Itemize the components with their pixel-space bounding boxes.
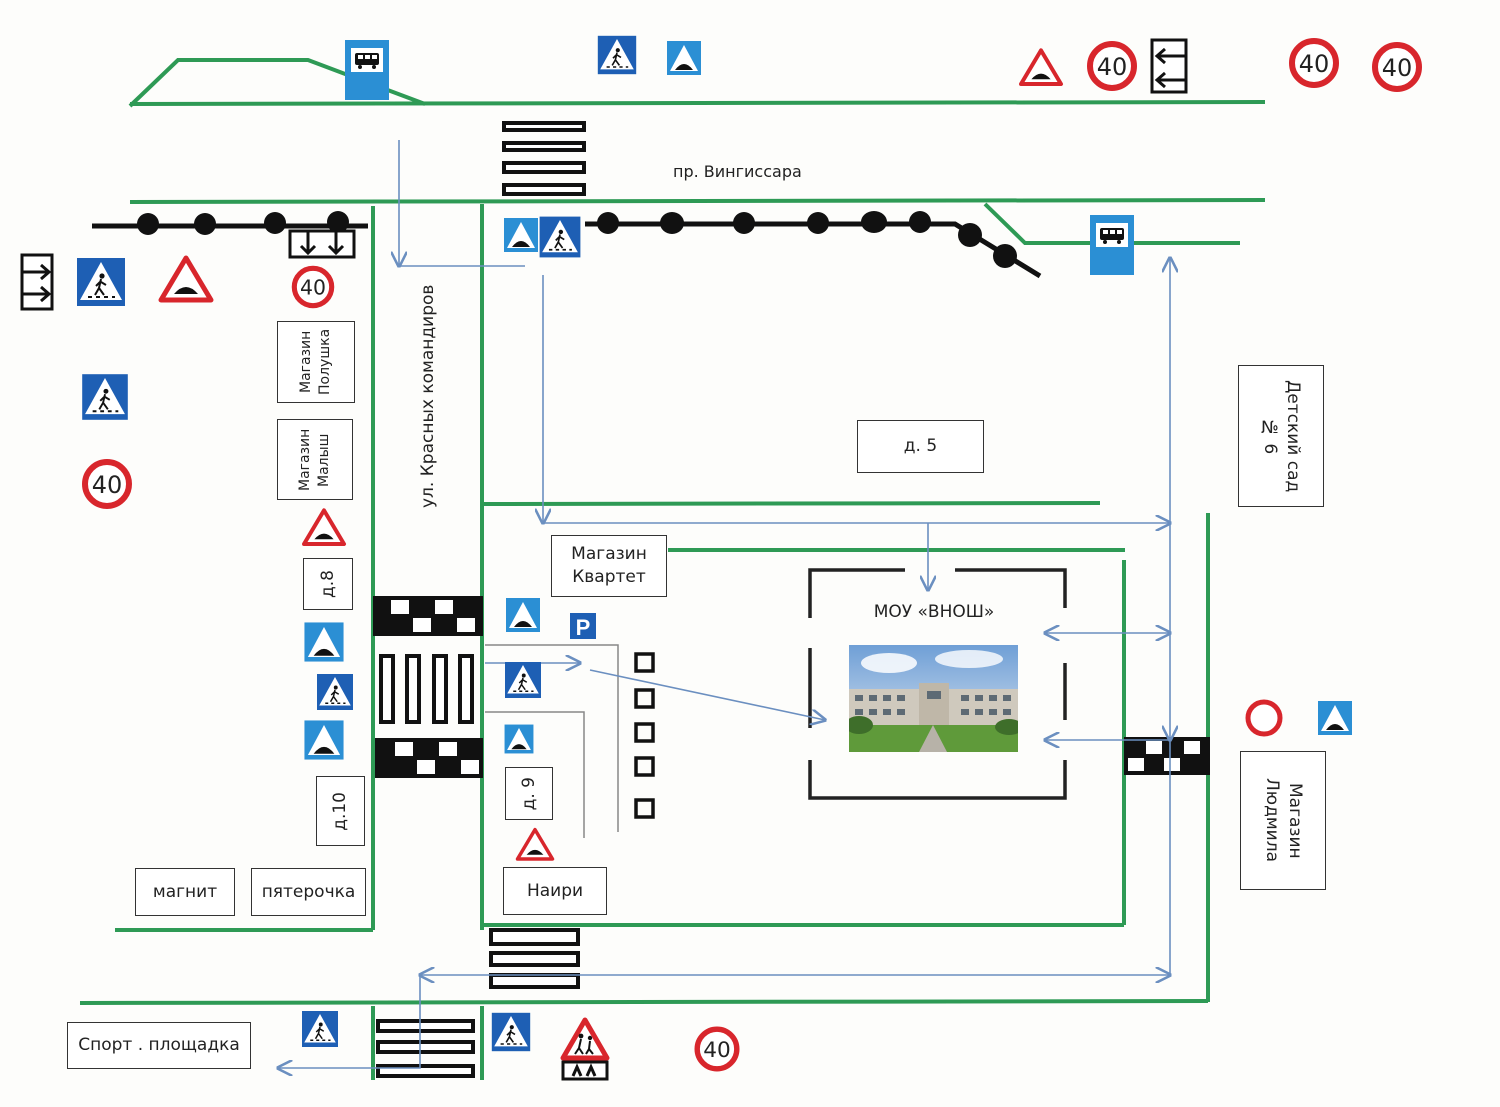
lane-direction-sign-left (20, 253, 54, 311)
zebra-crossing-bottom-left (376, 1019, 475, 1078)
shop-polushka: Магазин Полушка (277, 321, 355, 403)
shop-malysh-label: Магазин Малыш (297, 428, 332, 491)
speed-limit-40-icon: 40 (1292, 41, 1336, 85)
speed-limit-40-icon: 40 (697, 1029, 737, 1069)
shop-magnit-label: магнит (152, 881, 218, 902)
pedestrian-crossing-icon (538, 215, 582, 259)
kindergarten-6: Детский сад № 6 (1238, 365, 1324, 507)
shop-lyudmila-label: Магазин Людмила (1262, 778, 1305, 863)
speed-limit-40-icon: 40 (1090, 44, 1134, 88)
speed-limit-40-label: 40 (1299, 50, 1330, 78)
house-d8-label: д.8 (317, 570, 338, 598)
shop-magnit: магнит (135, 868, 235, 916)
speed-bump-checker-2 (375, 738, 483, 778)
school-fence (808, 568, 1067, 800)
pedestrian-crossing-icon (596, 34, 638, 76)
street-label-vingissara: пр. Вингиссара (673, 162, 802, 181)
speed-bump-checker-1 (373, 596, 483, 636)
parking-spaces (634, 652, 655, 819)
house-d10-label: д.10 (330, 791, 351, 831)
lane-direction-sign-top (1150, 38, 1188, 94)
pedestrian-crossing-icon (81, 373, 129, 421)
uneven-road-warning-icon (304, 510, 344, 544)
speed-limit-40-icon: 40 (85, 462, 129, 506)
uneven-road-warning-icon (161, 258, 211, 300)
zebra-crossing-bottom (489, 928, 580, 989)
school-label: МОУ «ВНОШ» (874, 602, 995, 622)
uneven-road-warning-icon (1021, 50, 1061, 84)
shop-nairi: Наири (503, 867, 607, 915)
shop-pyaterochka-label: пятерочка (261, 881, 356, 902)
speed-bump-icon (1318, 701, 1352, 735)
shop-kvartet-label: Магазин Квартет (571, 544, 647, 587)
speed-limit-40-icon: 40 (1375, 45, 1419, 89)
pedestrian-crossing-icon (301, 1010, 339, 1048)
road-edges (79, 58, 1266, 1080)
shop-pyaterochka: пятерочка (251, 868, 366, 916)
sports-ground: Спорт . площадка (67, 1022, 251, 1069)
pedestrian-crossing-icon (316, 673, 354, 711)
pedestrian-routes (278, 140, 1170, 1068)
speed-limit-40-label: 40 (92, 471, 123, 499)
speed-bump-checker-3 (1124, 737, 1210, 775)
fence-line (92, 211, 1042, 279)
speed-limit-40-icon: 40 (294, 268, 331, 305)
speed-bump-icon (304, 720, 344, 760)
pedestrian-crossing-icon (490, 1011, 532, 1052)
house-d9-label: д. 9 (518, 776, 539, 811)
zebra-crossing-top (502, 121, 586, 196)
house-d8: д.8 (303, 558, 353, 610)
speed-limit-40-label: 40 (1097, 53, 1128, 81)
no-vehicles-icon (1245, 699, 1283, 737)
shop-nairi-label: Наири (526, 880, 584, 901)
speed-bump-icon (667, 41, 701, 75)
shop-kvartet: Магазин Квартет (551, 535, 667, 597)
pedestrian-crossing-icon (76, 257, 126, 307)
speed-bump-icon (504, 218, 538, 252)
house-d5-label: д. 5 (903, 436, 938, 457)
bus-stop-icon (345, 40, 389, 100)
speed-bump-icon (506, 598, 540, 632)
sports-ground-label: Спорт . площадка (78, 1035, 240, 1056)
speed-limit-40-label: 40 (1382, 54, 1413, 82)
shop-lyudmila: Магазин Людмила (1240, 751, 1326, 890)
children-warning-icon (560, 1017, 610, 1081)
kindergarten-6-label: Детский сад № 6 (1260, 379, 1303, 493)
parking-lot-lines (485, 644, 619, 838)
shop-polushka-label: Магазин Полушка (298, 328, 333, 396)
street-label-krasnykh-komandirov: ул. Красных командиров (418, 285, 438, 508)
parking-sign-label: P (576, 615, 591, 640)
uneven-road-warning-icon (515, 827, 555, 861)
speed-bump-icon (504, 724, 534, 754)
house-d5: д. 5 (857, 420, 984, 473)
house-d10: д.10 (316, 776, 365, 846)
speed-limit-40-label: 40 (703, 1038, 730, 1063)
house-d9: д. 9 (505, 767, 553, 820)
school-photo (849, 645, 1018, 752)
parking-sign-icon: P (570, 613, 596, 640)
zebra-crossing-krasnykh (379, 654, 474, 724)
speed-bump-icon (304, 622, 344, 662)
bus-stop-icon (1090, 215, 1134, 275)
lane-direction-sign-down (288, 229, 356, 259)
speed-limit-40-label: 40 (300, 276, 326, 300)
shop-malysh: Магазин Малыш (277, 419, 353, 500)
pedestrian-crossing-icon (504, 661, 542, 699)
